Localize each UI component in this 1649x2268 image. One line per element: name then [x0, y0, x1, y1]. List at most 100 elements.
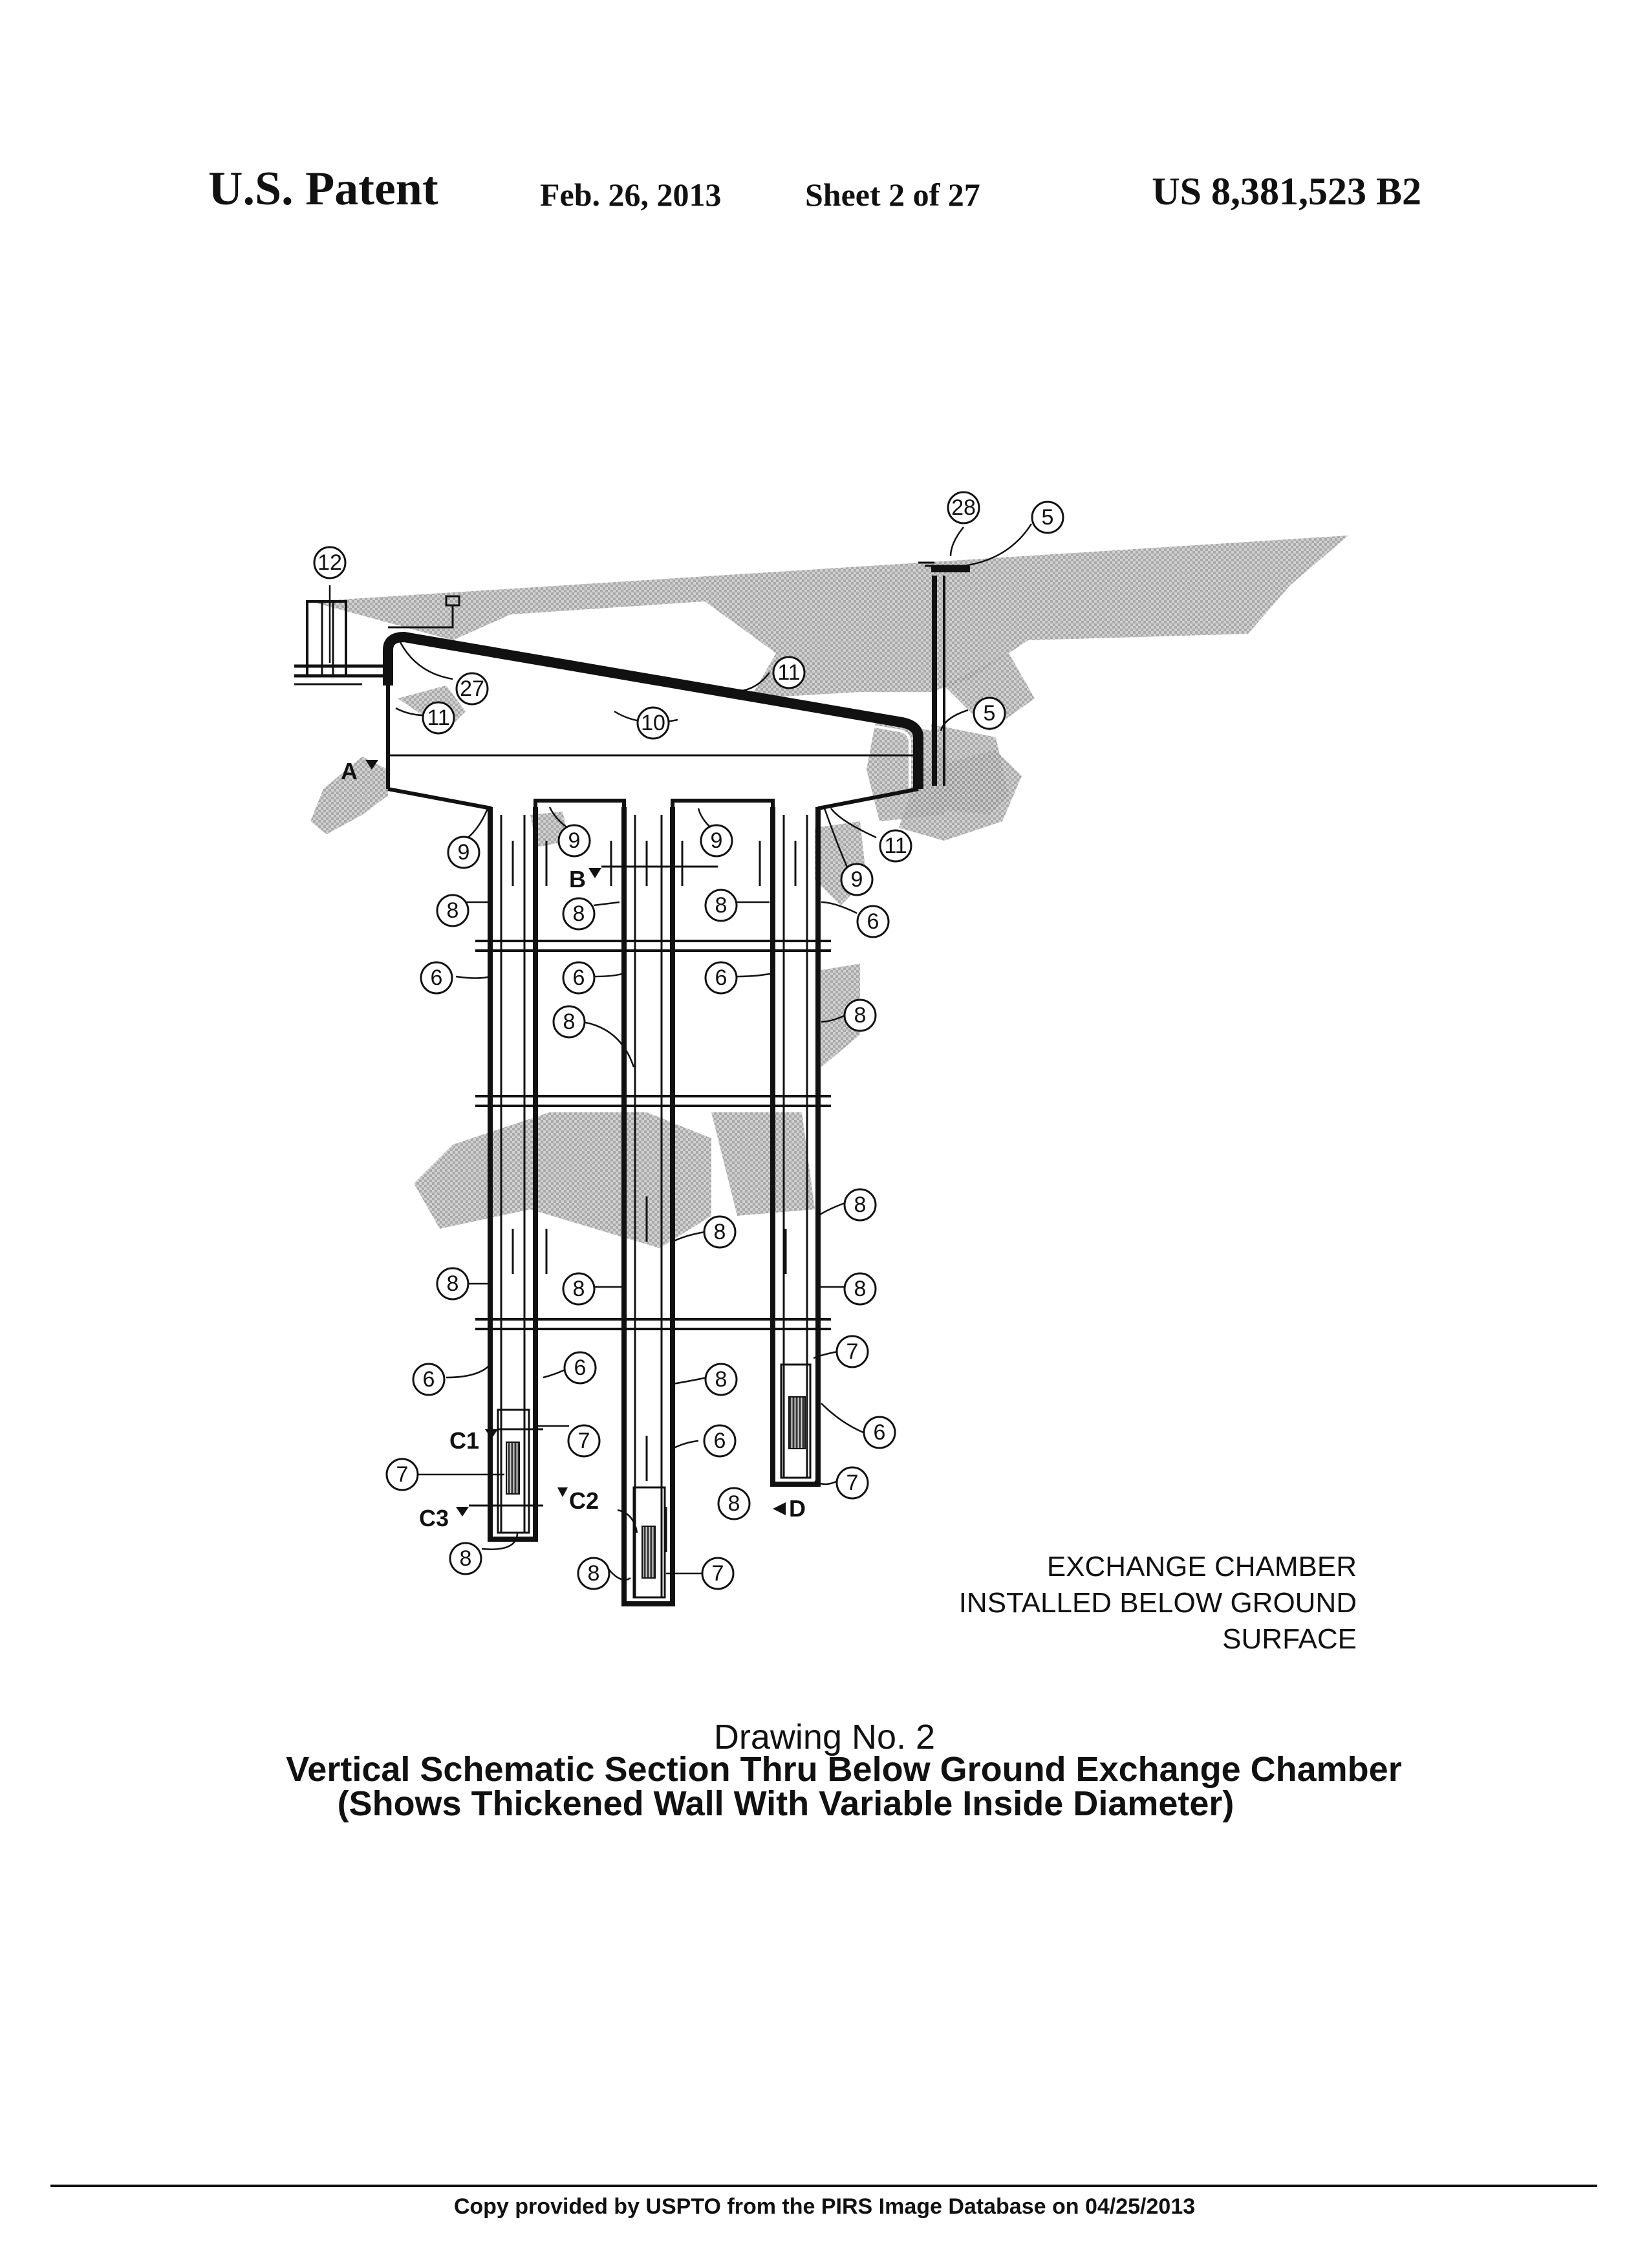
svg-text:8: 8 [573, 1277, 585, 1301]
patent-header-title: U.S. Patent [208, 162, 438, 215]
svg-text:8: 8 [447, 1271, 459, 1296]
patent-date: Feb. 26, 2013 [540, 177, 722, 213]
footer-rule [50, 2185, 1597, 2187]
callout-l8h: 8 [436, 1267, 469, 1301]
callout-l6f: 6 [563, 1351, 597, 1385]
svg-text:9: 9 [851, 867, 863, 892]
callout-l8j: 8 [843, 1272, 877, 1306]
callout-l8k: 8 [704, 1363, 738, 1396]
svg-text:8: 8 [714, 1220, 726, 1244]
svg-text:6: 6 [573, 966, 585, 990]
svg-text:8: 8 [460, 1546, 472, 1571]
svg-text:12: 12 [318, 550, 342, 575]
callout-l27: 27 [455, 672, 489, 706]
svg-text:6: 6 [714, 1429, 726, 1453]
callout-l6b: 6 [562, 961, 596, 995]
svg-text:7: 7 [846, 1339, 859, 1364]
callout-l8d: 8 [843, 999, 877, 1032]
svg-text:9: 9 [711, 828, 723, 853]
svg-text:27: 27 [460, 676, 484, 701]
callout-l9a: 9 [447, 836, 480, 869]
callout-l7e: 7 [701, 1557, 735, 1590]
section-c3: C3 [419, 1505, 449, 1531]
note-line-3: SURFACE [1222, 1623, 1357, 1655]
svg-text:9: 9 [458, 840, 470, 865]
callout-l6g: 6 [703, 1424, 737, 1458]
svg-text:8: 8 [728, 1491, 740, 1516]
svg-text:7: 7 [578, 1429, 590, 1453]
svg-text:8: 8 [563, 1010, 576, 1034]
callout-l11c: 11 [879, 829, 912, 863]
svg-text:28: 28 [951, 495, 976, 520]
callout-l8l: 8 [717, 1487, 751, 1520]
svg-text:11: 11 [777, 660, 800, 685]
callout-l8m: 8 [449, 1542, 482, 1575]
callout-l8i: 8 [562, 1272, 596, 1306]
svg-text:5: 5 [1042, 505, 1054, 530]
svg-text:11: 11 [427, 706, 449, 730]
exchange-chamber [294, 561, 970, 810]
svg-text:8: 8 [715, 1367, 727, 1392]
svg-text:6: 6 [574, 1355, 587, 1380]
svg-text:8: 8 [447, 898, 459, 923]
svg-text:5: 5 [984, 701, 996, 726]
callout-l8n: 8 [577, 1557, 610, 1590]
callout-l6c: 6 [704, 961, 738, 995]
callout-l7c: 7 [385, 1458, 419, 1491]
svg-text:7: 7 [846, 1471, 859, 1495]
svg-text:6: 6 [431, 966, 443, 990]
callout-l6d: 6 [856, 905, 890, 938]
svg-text:8: 8 [854, 1003, 867, 1028]
section-markers: A B C1 C2 C3 D [341, 758, 806, 1531]
note-line-2: INSTALLED BELOW GROUND [958, 1587, 1357, 1619]
callout-l12: 12 [313, 546, 347, 579]
svg-text:6: 6 [423, 1367, 435, 1392]
callout-l9b: 9 [557, 824, 591, 858]
callout-l6a: 6 [420, 961, 453, 995]
svg-text:7: 7 [396, 1462, 409, 1487]
callout-l7b: 7 [567, 1424, 601, 1458]
callout-l8g: 8 [703, 1215, 737, 1249]
section-a: A [341, 758, 358, 784]
callout-l8f: 8 [843, 1188, 877, 1222]
svg-text:8: 8 [573, 902, 585, 926]
section-b: B [569, 866, 586, 892]
svg-text:7: 7 [712, 1561, 724, 1586]
svg-text:8: 8 [854, 1193, 867, 1217]
callout-l11b: 11 [422, 701, 455, 735]
svg-text:8: 8 [715, 893, 727, 918]
drawing-title: Drawing No. 2 [713, 1718, 936, 1756]
drawing-caption-line-2: (Shows Thickened Wall With Variable Insi… [337, 1784, 1234, 1823]
patent-number: US 8,381,523 B2 [1152, 170, 1421, 213]
callout-l8b: 8 [562, 897, 596, 931]
callout-l6h: 6 [863, 1416, 896, 1449]
callout-l8e: 8 [552, 1005, 586, 1039]
section-c2: C2 [569, 1487, 599, 1514]
svg-text:10: 10 [641, 711, 665, 735]
footer-copy-notice: Copy provided by USPTO from the PIRS Ima… [453, 2194, 1196, 2219]
callout-labels: 12 28 5 27 11 11 10 5 9 9 9 9 11 8 8 8 6 6 6 6 8 8 8 8 8 8 8 6 6 8 7 7 6… [313, 491, 1064, 1590]
callout-l6e: 6 [412, 1363, 446, 1396]
section-d: D [789, 1495, 806, 1522]
svg-text:9: 9 [568, 828, 581, 853]
callout-l5b: 5 [973, 697, 1006, 730]
callout-l9d: 9 [840, 863, 874, 896]
callout-l10: 10 [636, 706, 670, 740]
callout-l9c: 9 [700, 824, 733, 858]
sheet-number: Sheet 2 of 27 [805, 177, 980, 213]
callout-l7d: 7 [835, 1466, 869, 1500]
svg-text:8: 8 [588, 1561, 600, 1586]
callout-l28: 28 [947, 491, 980, 524]
svg-text:6: 6 [874, 1420, 886, 1445]
callout-l11a: 11 [772, 656, 806, 689]
drawing-caption-line-1: Vertical Schematic Section Thru Below Gr… [286, 1750, 1402, 1789]
note-line-1: EXCHANGE CHAMBER [1046, 1551, 1357, 1582]
callout-l8a: 8 [436, 894, 469, 927]
shafts [475, 799, 831, 1606]
callout-l7a: 7 [835, 1335, 869, 1368]
svg-text:11: 11 [884, 834, 907, 858]
section-c1: C1 [449, 1427, 479, 1454]
svg-text:6: 6 [867, 909, 879, 934]
svg-text:8: 8 [854, 1277, 867, 1301]
